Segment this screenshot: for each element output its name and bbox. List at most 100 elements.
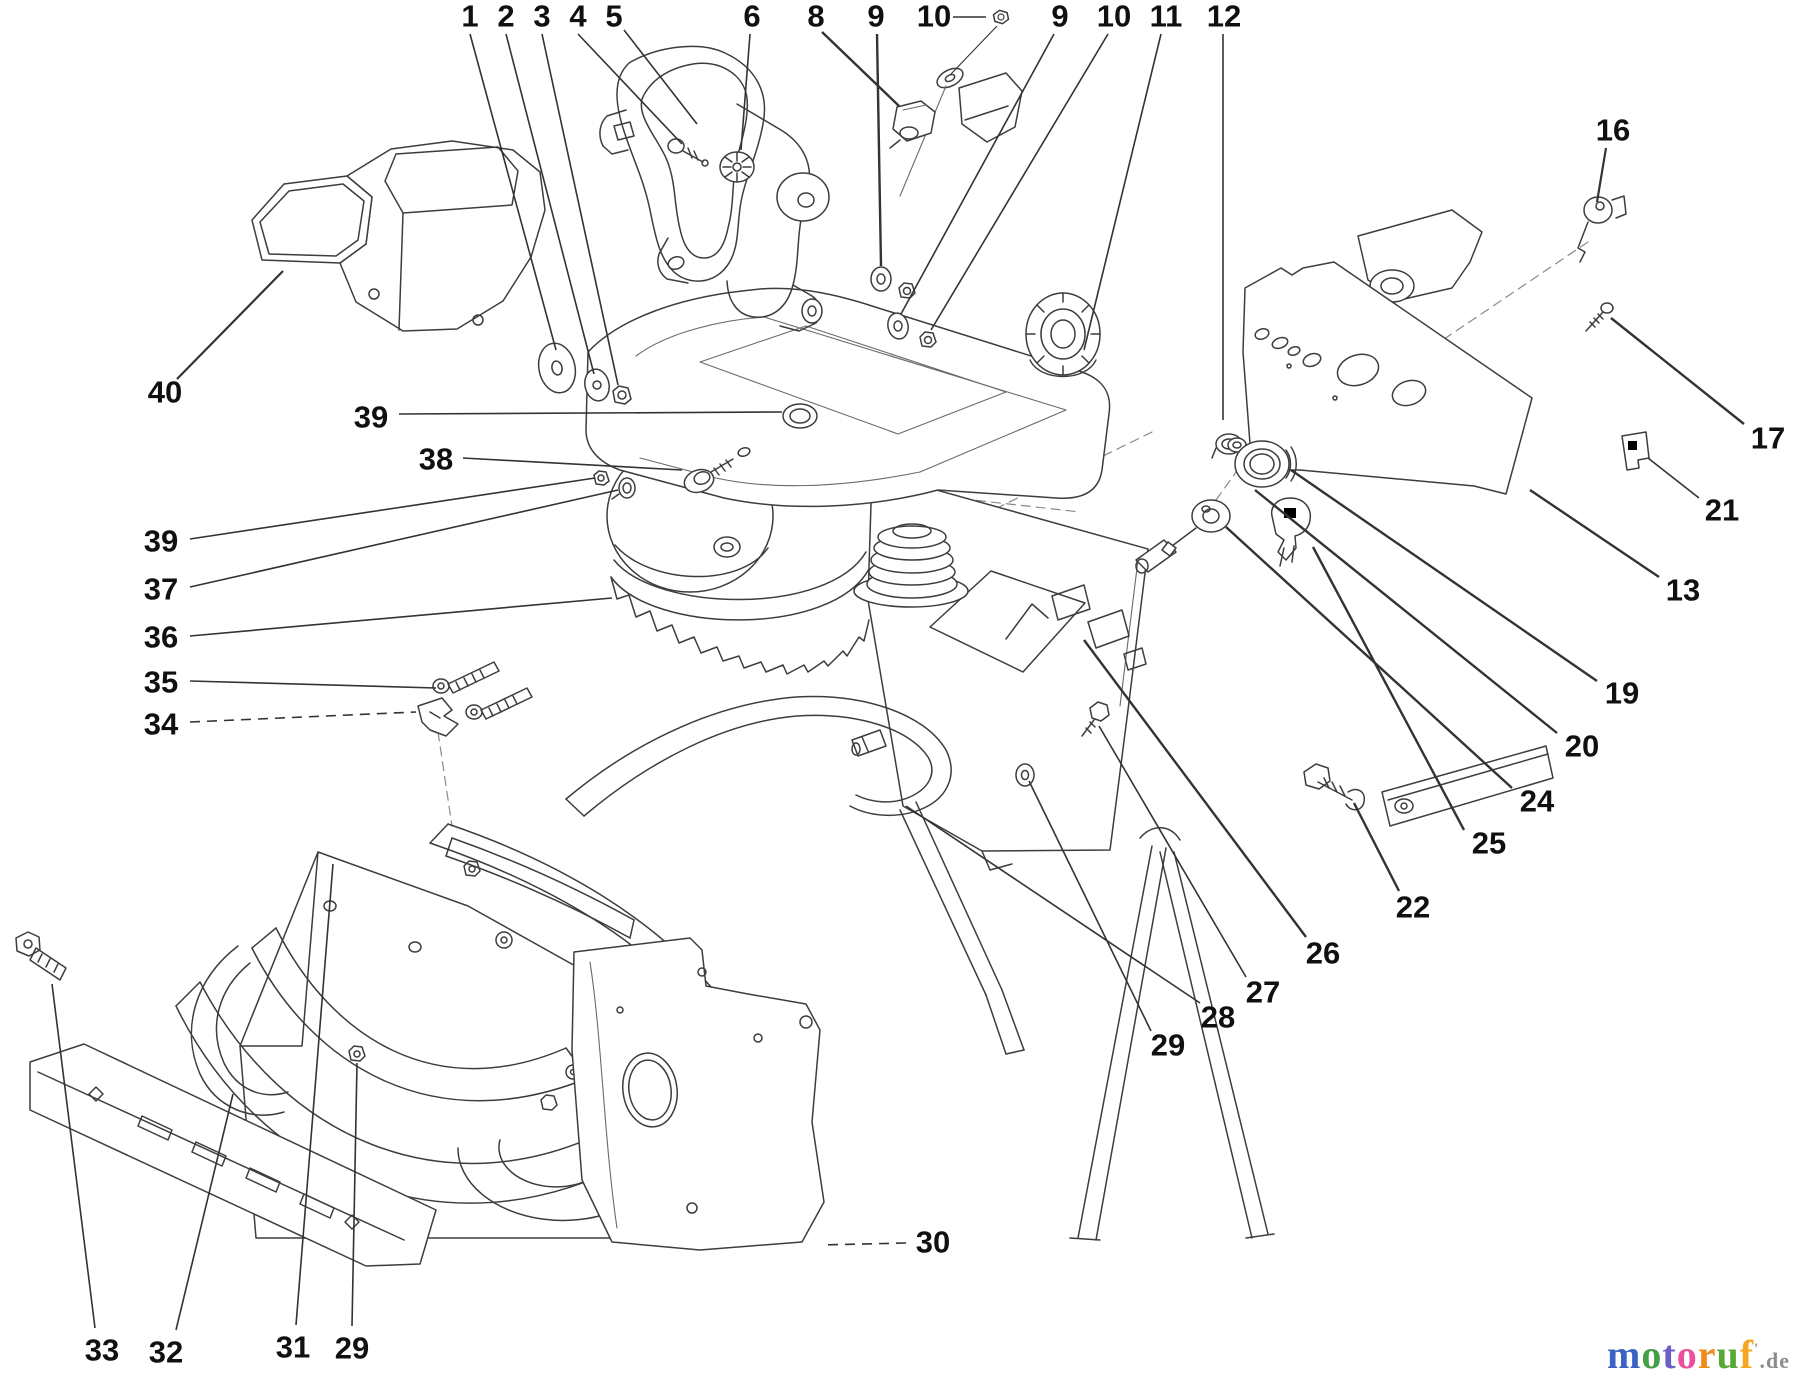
callout-leaders <box>52 17 1744 1330</box>
callout-label-22: 22 <box>1396 890 1430 925</box>
leader-line-24 <box>1226 527 1512 788</box>
flange-nut <box>594 471 609 485</box>
leader-line-36 <box>190 598 612 636</box>
chute-guide-band <box>446 696 1024 1054</box>
frame-assembly <box>30 746 1553 1266</box>
logo-letter-t: t <box>1662 1332 1677 1377</box>
callout-label-5: 5 <box>605 0 622 34</box>
callout-label-20: 20 <box>1565 729 1599 764</box>
callout-label-35: 35 <box>144 665 178 700</box>
callout-label-40: 40 <box>148 375 182 410</box>
leader-line-5 <box>624 30 697 124</box>
callout-label-2: 2 <box>497 0 514 34</box>
rail-slots <box>89 1087 359 1229</box>
leader-line-9 <box>901 34 1054 314</box>
leader-line-39 <box>190 478 595 539</box>
logo-letter-o: o <box>1676 1332 1698 1377</box>
hex-bolt <box>1082 702 1109 736</box>
callout-label-37: 37 <box>144 572 178 607</box>
recoil-bracket <box>600 46 829 331</box>
gear-ring <box>611 552 869 674</box>
ignition-switch <box>1272 498 1311 566</box>
leader-line-40 <box>177 271 283 379</box>
callout-label-9: 9 <box>867 0 884 34</box>
callout-label-13: 13 <box>1666 573 1700 608</box>
bezel-ring <box>1228 438 1296 487</box>
washer-nut-set-b <box>886 311 936 347</box>
leader-line-28 <box>906 806 1200 1003</box>
callout-label-8: 8 <box>807 0 824 34</box>
logo-letter-m: m <box>1607 1332 1642 1377</box>
washer-stack <box>534 340 631 404</box>
nut-icon-center <box>998 14 1004 20</box>
leader-line-26 <box>1084 640 1306 937</box>
leader-line-31 <box>296 864 333 1325</box>
logo-letter-r: r <box>1697 1332 1717 1377</box>
callout-label-31: 31 <box>276 1330 310 1365</box>
logo-wordmark: motoruf <box>1607 1332 1754 1377</box>
leader-line-22 <box>1354 803 1399 891</box>
callout-label-26: 26 <box>1306 936 1340 971</box>
leader-line-10 <box>931 34 1108 330</box>
leader-line-19 <box>1291 470 1597 681</box>
choke-plug <box>612 478 635 499</box>
leader-line-nut-icon <box>951 26 997 74</box>
bellows-seal <box>854 524 968 607</box>
callout-label-10: 10 <box>1097 0 1131 34</box>
leader-line-4 <box>578 34 682 144</box>
logo-letter-u: u <box>1716 1332 1740 1377</box>
carriage-bolt <box>16 932 66 980</box>
clamp-bolt <box>1304 764 1364 810</box>
band-clamp <box>852 730 886 756</box>
leader-line-11 <box>1084 34 1161 350</box>
callout-label-24: 24 <box>1520 784 1555 819</box>
ignition-key <box>1578 196 1626 262</box>
leader-line-27 <box>1099 726 1246 977</box>
leader-line-20 <box>1255 490 1557 733</box>
callout-label-30: 30 <box>916 1225 950 1260</box>
leader-line-32 <box>176 1094 233 1330</box>
leader-line-38 <box>463 458 682 470</box>
leader-line-30 <box>821 1243 906 1245</box>
callout-label-17: 17 <box>1751 421 1785 456</box>
handle-bracket <box>900 64 1022 196</box>
panel-clip <box>1622 432 1649 470</box>
control-panel <box>1243 210 1532 494</box>
washer-nut-set-a <box>871 267 915 298</box>
leader-line-25 <box>1313 547 1464 830</box>
motoruf-logo: motoruf'.de <box>1607 1331 1790 1378</box>
callout-label-6: 6 <box>743 0 760 34</box>
callout-label-19: 19 <box>1605 676 1639 711</box>
leader-line-29 <box>352 1063 357 1326</box>
logo-letter-o: o <box>1641 1332 1663 1377</box>
shoulder-screws <box>433 662 532 719</box>
callout-label-29: 29 <box>1151 1028 1185 1063</box>
logo-letter-f: f <box>1739 1332 1755 1377</box>
callout-label-27: 27 <box>1246 975 1280 1010</box>
fuel-cap <box>1026 293 1100 377</box>
callout-label-39: 39 <box>144 524 178 559</box>
callout-label-32: 32 <box>149 1335 183 1370</box>
engine-cover-plate <box>572 938 824 1250</box>
callout-label-9: 9 <box>1051 0 1068 34</box>
leader-line-8 <box>822 32 899 106</box>
callout-label-10: 10 <box>917 0 951 34</box>
leader-line-37 <box>190 490 618 587</box>
callout-label-11: 11 <box>1150 0 1183 34</box>
callout-glyphs <box>951 10 1009 74</box>
callout-label-1: 1 <box>461 0 478 34</box>
leader-line-21 <box>1648 458 1699 498</box>
logo-trademark-tick: ' <box>1754 1341 1760 1358</box>
callout-label-34: 34 <box>144 707 179 742</box>
leader-line-34 <box>190 712 416 722</box>
warning-decal <box>930 571 1085 672</box>
callout-label-4: 4 <box>569 0 587 34</box>
leader-line-17 <box>1611 318 1744 424</box>
callout-label-21: 21 <box>1705 493 1739 528</box>
callout-label-3: 3 <box>533 0 550 34</box>
leader-line-35 <box>190 681 436 688</box>
channel-bracket <box>1382 746 1553 826</box>
leader-line-29 <box>1029 781 1151 1031</box>
